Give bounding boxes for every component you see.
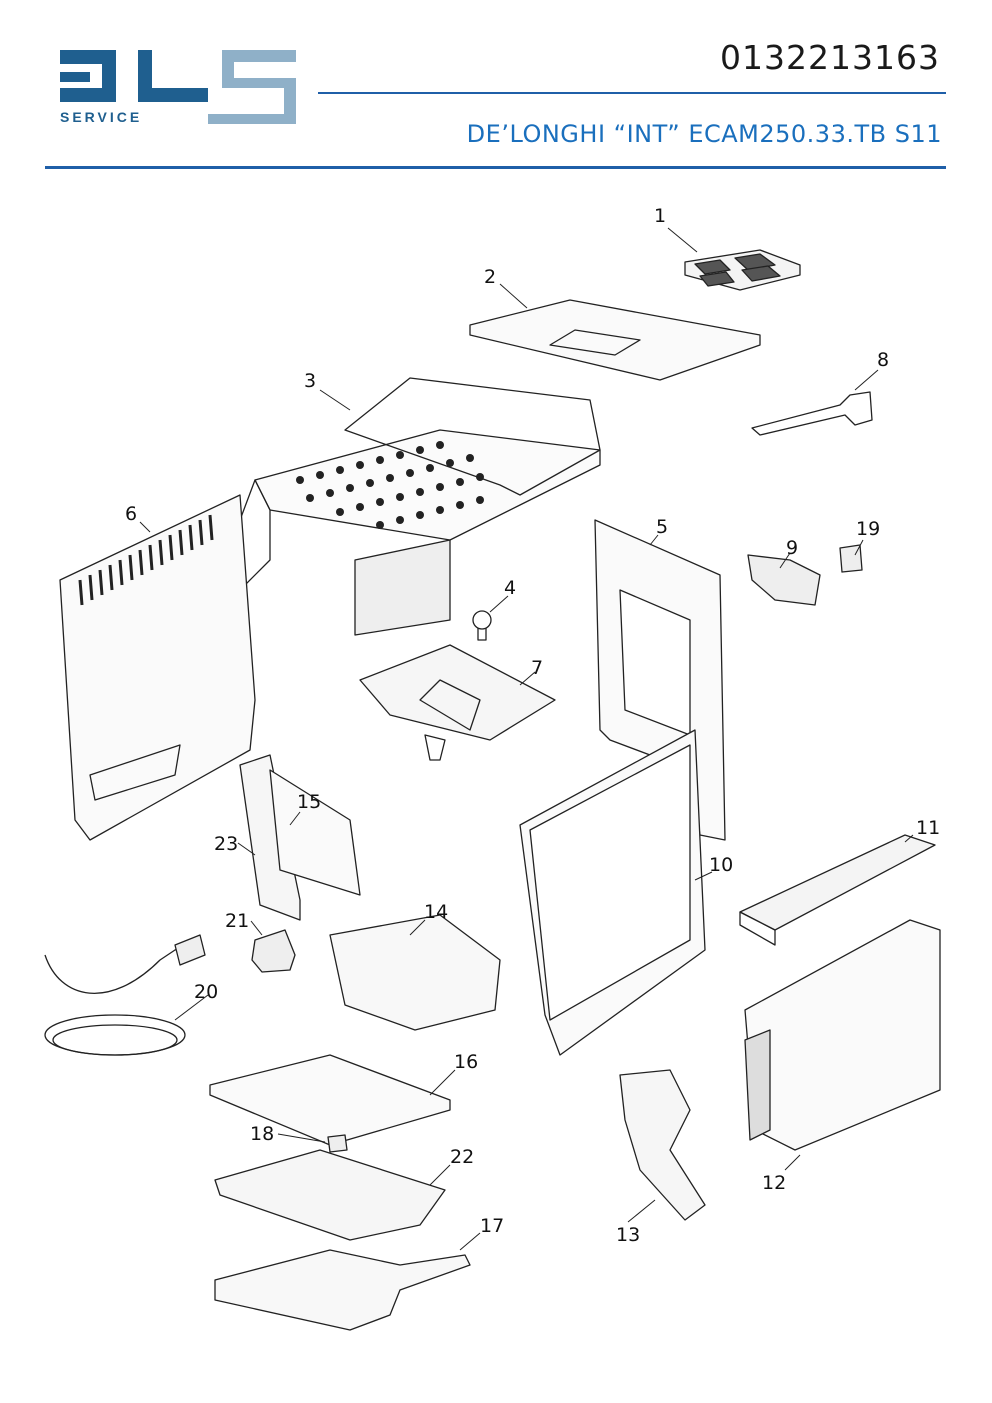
dls-service-logo: SERVICE (60, 50, 296, 125)
part-16-drip-grid (209, 1054, 451, 1146)
part-13-side-trim (619, 1069, 706, 1221)
part-12-water-tank (744, 919, 941, 1151)
callout-6: 6 (125, 503, 137, 525)
callout-22: 22 (450, 1146, 474, 1168)
model-title: DE’LONGHI “INT” ECAM250.33.TB S11 (466, 120, 942, 148)
part-6-side-panel (59, 494, 256, 841)
part-23-front-panel (239, 754, 301, 921)
header-rule-bottom (45, 166, 946, 169)
callout-leaders (139, 227, 914, 1251)
callout-19: 19 (856, 518, 880, 540)
callout-21: 21 (225, 910, 249, 932)
callout-1: 1 (654, 205, 666, 227)
part-8-scoop (751, 391, 873, 436)
part-15-panel-insert (269, 769, 361, 896)
part-21-clip (251, 929, 296, 973)
callout-14: 14 (424, 901, 448, 923)
part-14-grounds-container (329, 914, 501, 1031)
callout-13: 13 (616, 1224, 640, 1246)
header-rule-top (318, 92, 946, 94)
callout-18: 18 (250, 1123, 274, 1145)
part-7-funnel (359, 644, 556, 761)
top-cover-holes (296, 441, 484, 529)
part-2-lid (469, 299, 761, 381)
callout-9: 9 (786, 537, 798, 559)
part-11-drip-cover (739, 834, 936, 946)
callout-7: 7 (531, 657, 543, 679)
callout-16: 16 (454, 1051, 478, 1073)
callout-3: 3 (304, 370, 316, 392)
part-3-top-cover (239, 377, 601, 636)
part-9-switch-block (747, 554, 821, 606)
callout-15: 15 (297, 791, 321, 813)
part-4-knob (472, 610, 492, 641)
part-1-cup-grid (684, 249, 801, 291)
callout-11: 11 (916, 817, 940, 839)
part-20-power-cord (44, 934, 206, 1056)
logo-tagline: SERVICE (60, 109, 142, 125)
part-18-float (327, 1134, 348, 1153)
part-10-front-frame (519, 729, 706, 1056)
callout-8: 8 (877, 349, 889, 371)
callout-5: 5 (656, 516, 668, 538)
callout-2: 2 (484, 266, 496, 288)
callout-10: 10 (709, 854, 733, 876)
callout-23: 23 (214, 833, 238, 855)
document-number: 0132213163 (720, 38, 940, 77)
callout-12: 12 (762, 1172, 786, 1194)
callout-20: 20 (194, 981, 218, 1003)
callout-4: 4 (504, 577, 516, 599)
callout-17: 17 (480, 1215, 504, 1237)
part-17-drip-tray (214, 1249, 471, 1331)
side-panel-vents (78, 514, 214, 606)
callout-numbers: 1 2 3 4 5 6 7 8 9 10 11 12 13 14 15 16 1… (125, 205, 940, 1246)
part-22-tray-insert (214, 1149, 446, 1241)
